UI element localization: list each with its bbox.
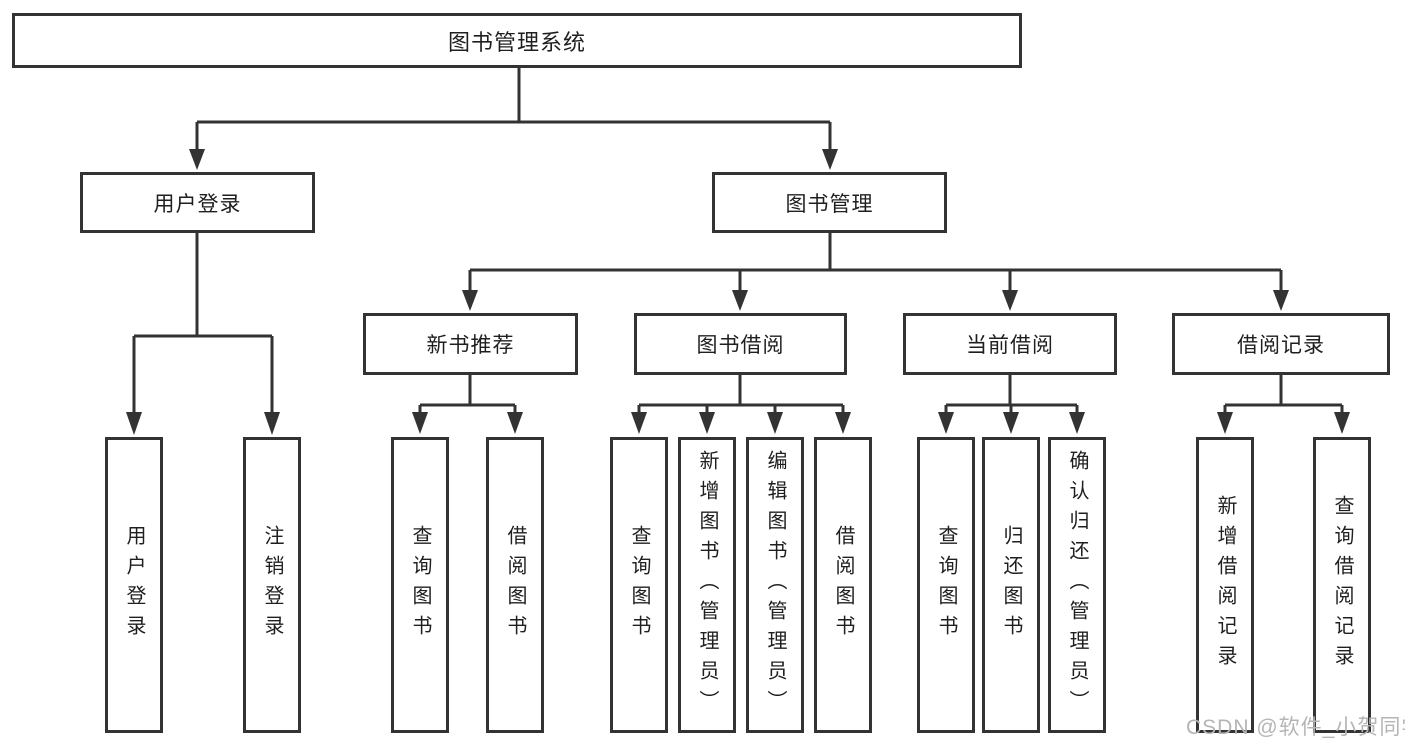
leaf-label: 借阅图书 bbox=[832, 525, 854, 645]
leaf-label: 注销登录 bbox=[261, 525, 283, 645]
leaf-query-borrow-record: 查询借阅记录 bbox=[1313, 437, 1371, 733]
leaf-confirm-return-admin: 确认归还（管理员） bbox=[1048, 437, 1106, 733]
csdn-watermark: CSDN @软件_小贺同学 bbox=[1186, 716, 1405, 739]
leaf-label: 查询图书 bbox=[409, 525, 431, 645]
leaf-borrow-book-2: 借阅图书 bbox=[814, 437, 872, 733]
leaf-edit-book-admin: 编辑图书（管理员） bbox=[746, 437, 804, 733]
node-user-login: 用户登录 bbox=[80, 172, 315, 233]
leaf-label: 新增借阅记录 bbox=[1214, 495, 1236, 675]
leaf-query-book-1: 查询图书 bbox=[391, 437, 449, 733]
node-new-book-recommend: 新书推荐 bbox=[363, 313, 578, 375]
node-book-borrow: 图书借阅 bbox=[634, 313, 847, 375]
leaf-add-book-admin: 新增图书（管理员） bbox=[678, 437, 736, 733]
leaf-query-book-2: 查询图书 bbox=[610, 437, 668, 733]
leaf-label: 归还图书 bbox=[1000, 525, 1022, 645]
leaf-add-borrow-record: 新增借阅记录 bbox=[1196, 437, 1254, 733]
leaf-label: 新增图书（管理员） bbox=[696, 450, 718, 720]
leaf-query-book-3: 查询图书 bbox=[917, 437, 975, 733]
leaf-label: 用户登录 bbox=[123, 525, 145, 645]
leaf-logout: 注销登录 bbox=[243, 437, 301, 733]
leaf-label: 查询图书 bbox=[628, 525, 650, 645]
leaf-user-login: 用户登录 bbox=[105, 437, 163, 733]
leaf-return-book: 归还图书 bbox=[982, 437, 1040, 733]
leaf-label: 借阅图书 bbox=[504, 525, 526, 645]
node-book-management: 图书管理 bbox=[712, 172, 947, 233]
leaf-label: 查询图书 bbox=[935, 525, 957, 645]
leaf-label: 查询借阅记录 bbox=[1331, 495, 1353, 675]
node-borrow-records: 借阅记录 bbox=[1172, 313, 1390, 375]
leaf-borrow-book-1: 借阅图书 bbox=[486, 437, 544, 733]
leaf-label: 编辑图书（管理员） bbox=[764, 450, 786, 720]
leaf-label: 确认归还（管理员） bbox=[1066, 450, 1088, 720]
node-current-borrow: 当前借阅 bbox=[903, 313, 1117, 375]
node-library-management-system: 图书管理系统 bbox=[12, 13, 1022, 68]
